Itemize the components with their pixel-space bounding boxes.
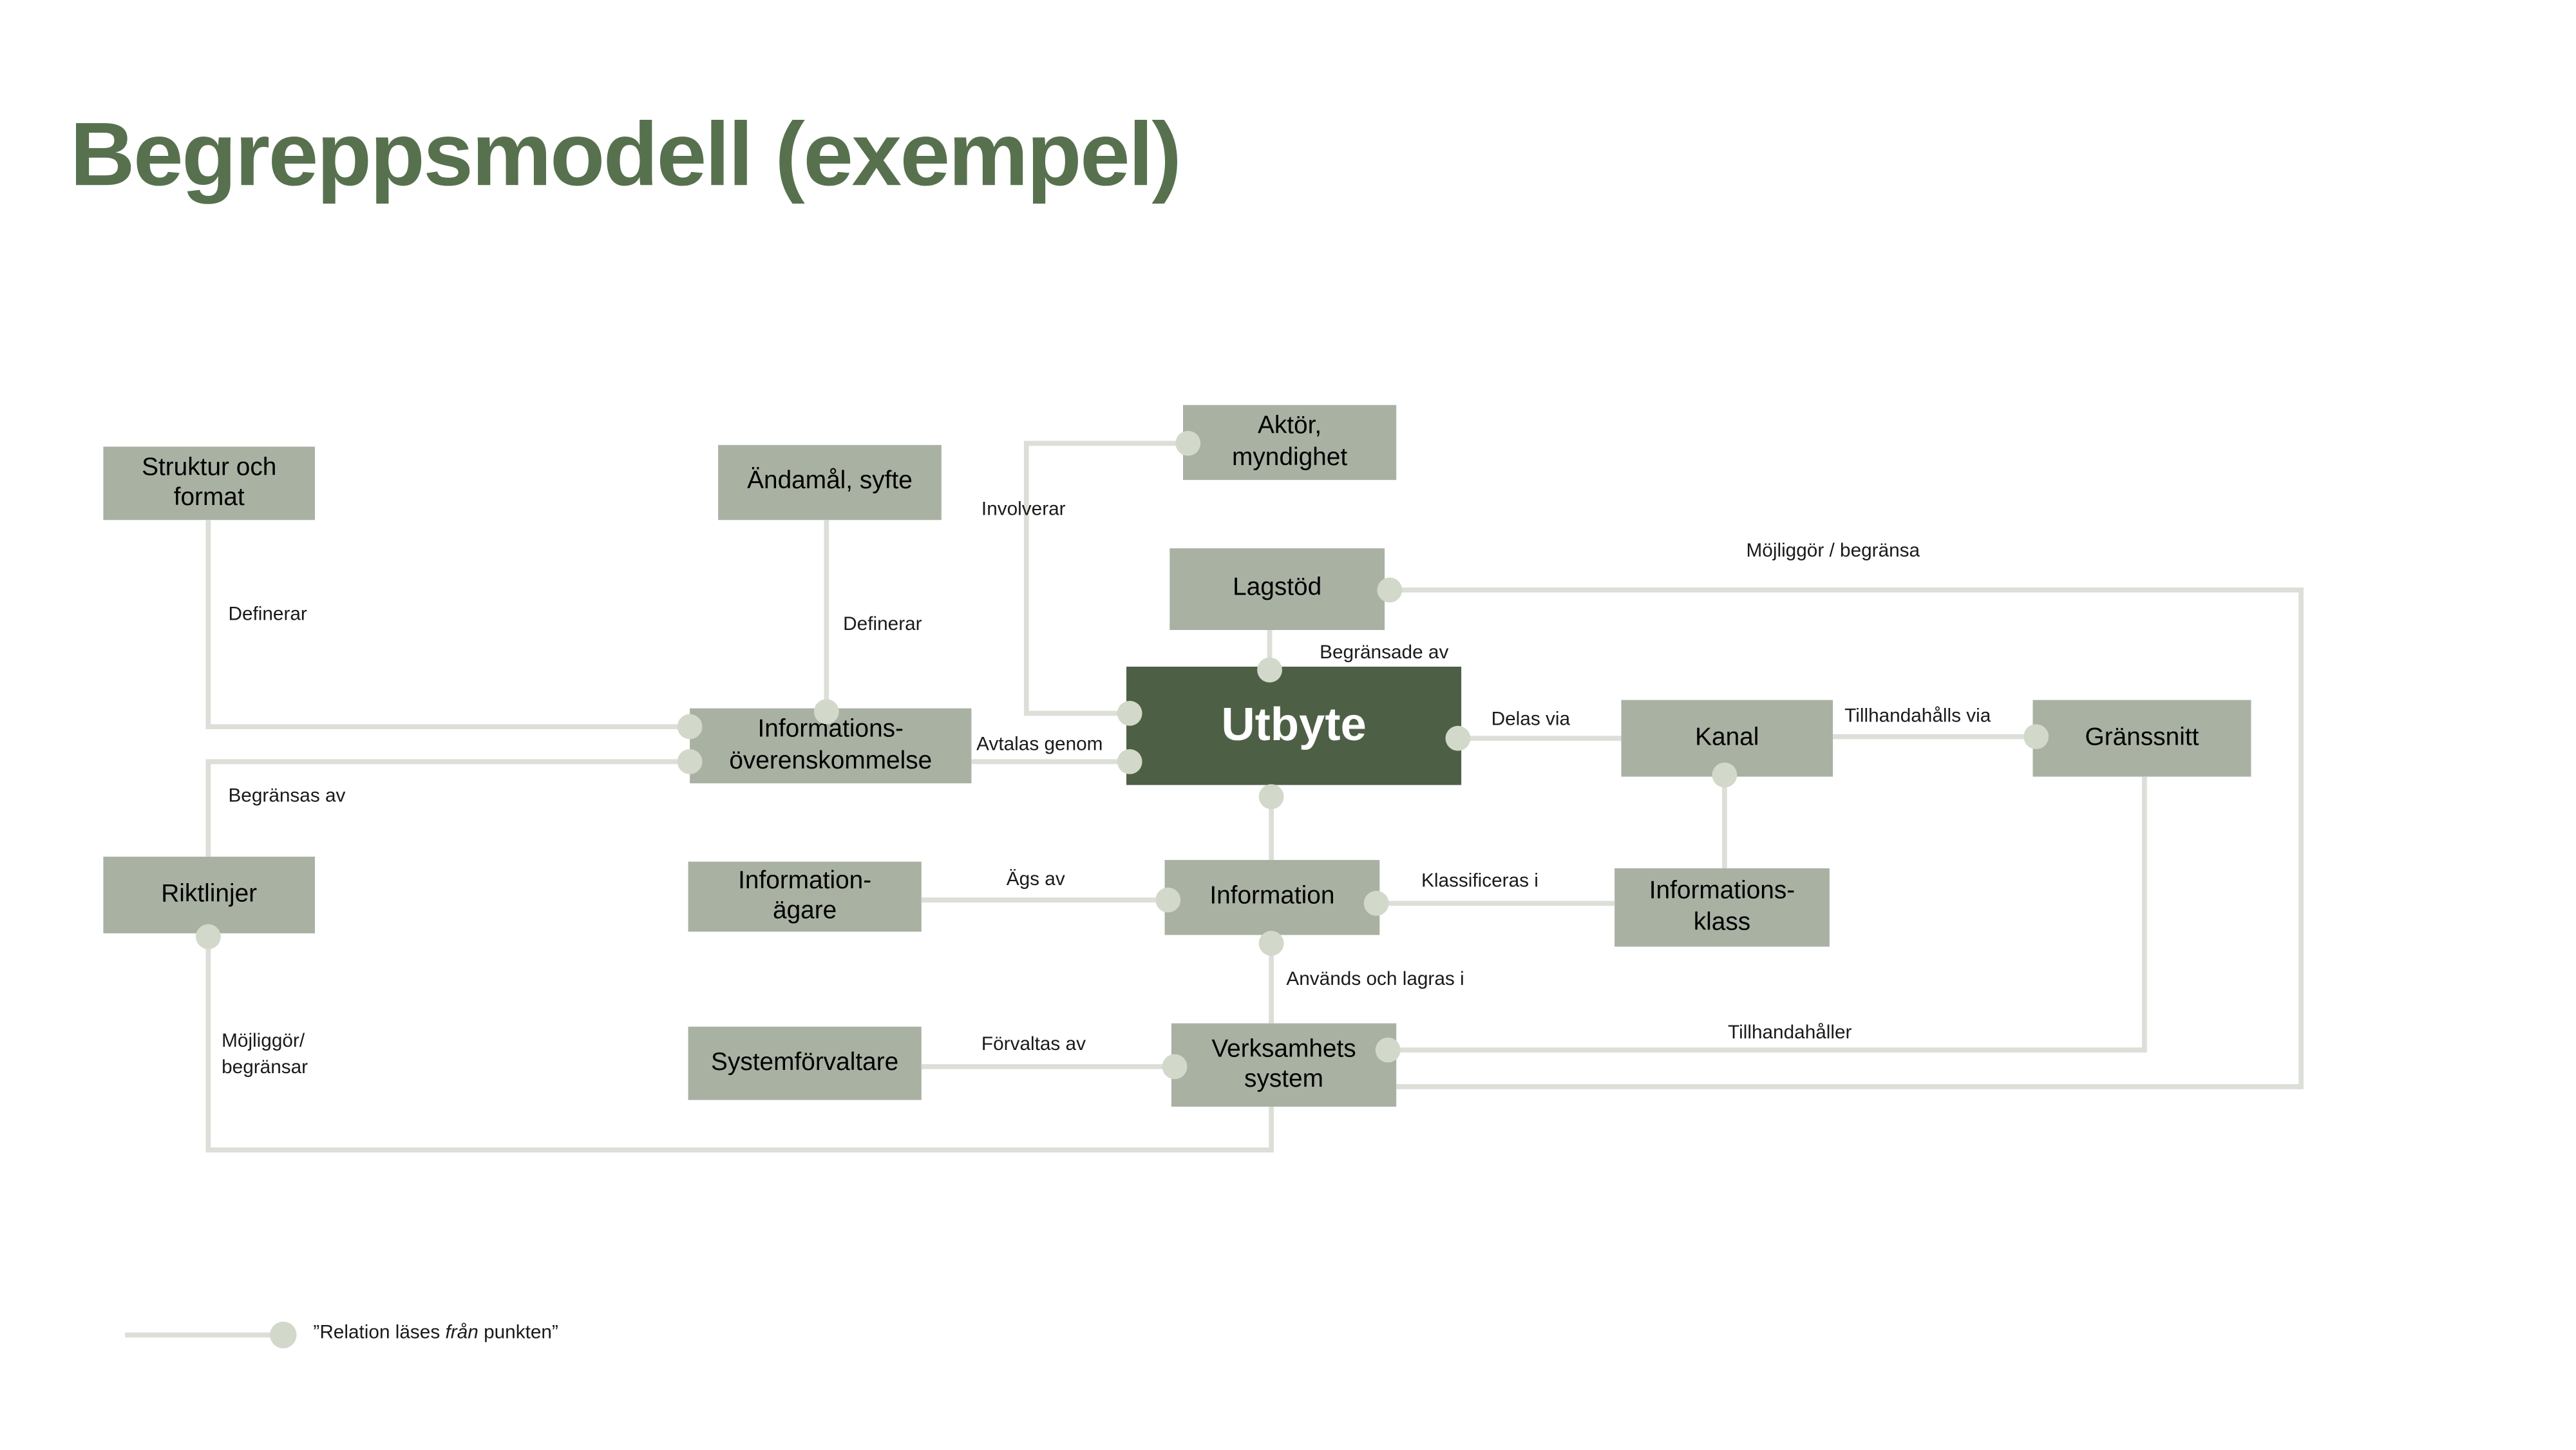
- node-information: Information: [1164, 860, 1380, 935]
- legend-text-suffix: punkten”: [478, 1323, 558, 1344]
- node-andamal-syfte: Ändamål, syfte: [718, 444, 942, 520]
- node-struktur-och-format: Struktur och format: [103, 446, 316, 520]
- edge-label-anvands-och-lagras-i: Används och lagras i: [1286, 969, 1464, 990]
- node-lagstod: Lagstöd: [1170, 548, 1385, 631]
- node-utbyte: Utbyte: [1126, 666, 1462, 785]
- edge-label-mojliggor-begransar: Möjliggör/ begränsar: [222, 1031, 308, 1078]
- relation-dot: [1258, 784, 1284, 810]
- page-title: Begreppsmodell (exempel): [70, 105, 1182, 205]
- node-kanal: Kanal: [1621, 700, 1833, 777]
- edge-lagstod-mojliggor: [1385, 587, 2304, 1089]
- edge-label-tillhandahalls-via: Tillhandahålls via: [1844, 707, 1991, 727]
- edge-label-tillhandahaller: Tillhandahåller: [1728, 1023, 1852, 1044]
- edge-label-mojliggor-begransa: Möjliggör / begränsa: [1746, 541, 1920, 562]
- legend-text-italic: från: [445, 1323, 478, 1344]
- node-informationagare: Information- ägare: [688, 861, 922, 932]
- edge-label-klassificeras-i: Klassificeras i: [1421, 872, 1539, 892]
- node-informationsoverenskommelse: Informations- överenskommelse: [690, 708, 972, 784]
- node-systemforvaltare: Systemförvaltare: [688, 1026, 922, 1100]
- node-riktlinjer: Riktlinjer: [103, 856, 316, 933]
- edge-label-begransas-av: Begränsas av: [228, 787, 346, 807]
- node-aktor-myndighet: Aktör, myndighet: [1182, 405, 1397, 481]
- edge-label-forvaltas-av: Förvaltas av: [981, 1035, 1086, 1055]
- node-informationsklass: Informations- klass: [1615, 868, 1830, 947]
- edge-label-begransade-av: Begränsade av: [1320, 643, 1449, 663]
- edge-label-involverar: Involverar: [981, 500, 1066, 520]
- node-granssnitt: Gränssnitt: [2032, 700, 2251, 777]
- edge-label-avtalas-genom: Avtalas genom: [976, 735, 1103, 756]
- edge-label-definerar-struktur: Definerar: [228, 605, 307, 625]
- node-verksamhetssystem: Verksamhets system: [1171, 1023, 1397, 1107]
- legend-text: ”Relation läses från punkten”: [313, 1323, 558, 1343]
- legend-dot: [270, 1321, 297, 1349]
- edge-label-ags-av: Ägs av: [1006, 870, 1065, 890]
- legend-text-prefix: ”Relation läses: [313, 1323, 446, 1344]
- edge-label-definerar-andamal: Definerar: [843, 615, 922, 635]
- edge-label-delas-via: Delas via: [1491, 710, 1571, 730]
